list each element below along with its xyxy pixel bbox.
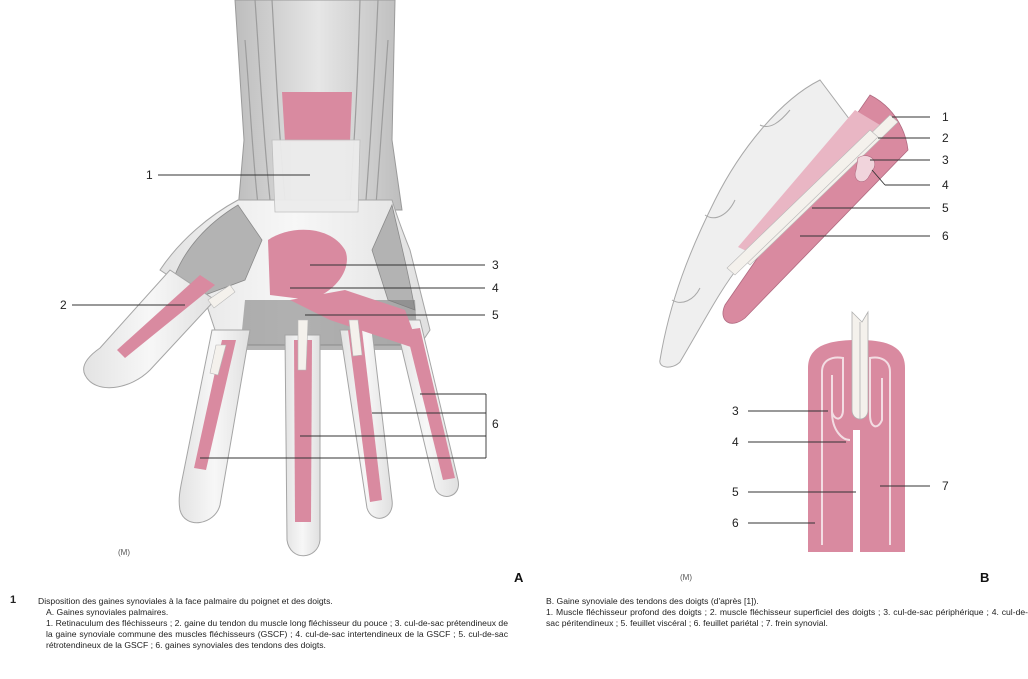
credit-left: (M): [118, 548, 130, 557]
finger-label-2: 2: [942, 131, 949, 145]
caption-left: Disposition des gaines synoviales à la f…: [38, 596, 508, 651]
caption-panel-a-title: A. Gaines synoviales palmaires.: [38, 607, 508, 618]
finger-label-1: 1: [942, 110, 949, 124]
hand-label-6: 6: [492, 417, 499, 431]
finger-label-set: 1 2 3 4 5 6: [942, 110, 949, 243]
sheath-label-3: 3: [732, 404, 739, 418]
sheath-label-4: 4: [732, 435, 739, 449]
hand-label-3: 3: [492, 258, 499, 272]
hand-label-4: 4: [492, 281, 499, 295]
finger-label-4: 4: [942, 178, 949, 192]
finger-label-6: 6: [942, 229, 949, 243]
panel-a-label: A: [514, 570, 524, 585]
anatomy-figure: 1 2 3 4 5 6 (M) A 1 2 3 4 5 6: [0, 0, 1028, 590]
credit-right: (M): [680, 573, 692, 582]
sheath-label-6: 6: [732, 516, 739, 530]
finger-illustration: [660, 80, 908, 367]
flexor-retinaculum: [272, 140, 360, 212]
finger-label-3: 3: [942, 153, 949, 167]
hand-label-1: 1: [146, 168, 153, 182]
hand-label-5: 5: [492, 308, 499, 322]
caption-panel-b-title: B. Gaine synoviale des tendons des doigt…: [546, 596, 1028, 607]
caption-right: B. Gaine synoviale des tendons des doigt…: [546, 596, 1028, 629]
finger-label-5: 5: [942, 201, 949, 215]
caption-title: Disposition des gaines synoviales à la f…: [38, 596, 508, 607]
caption-panel-a-legend: 1. Retinaculum des fléchisseurs ; 2. gai…: [38, 618, 508, 651]
flexor-sheath-wrist: [282, 92, 352, 142]
figure-number: 1: [10, 594, 16, 606]
sheath-visceral-gap: [853, 430, 860, 552]
sheath-label-5: 5: [732, 485, 739, 499]
sheath-label-7: 7: [942, 479, 949, 493]
sheath-section: [808, 312, 905, 552]
caption-panel-b-legend: 1. Muscle fléchisseur profond des doigts…: [546, 607, 1028, 629]
panel-b-label: B: [980, 570, 989, 585]
hand-label-2: 2: [60, 298, 67, 312]
hand-illustration: [84, 0, 459, 556]
